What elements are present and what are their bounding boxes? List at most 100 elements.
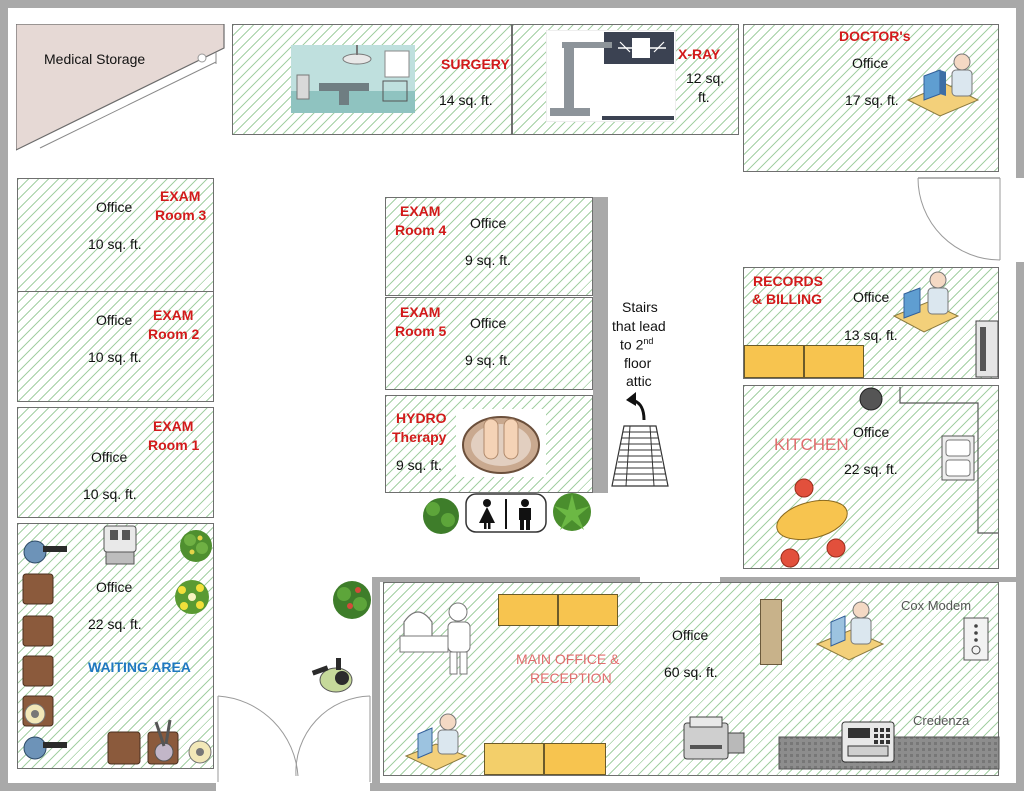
low-cabinet-1 bbox=[484, 743, 544, 775]
stairs-arrow-icon bbox=[626, 392, 646, 421]
waiting-name: WAITING AREA bbox=[88, 659, 191, 675]
outer-wall-left bbox=[0, 0, 8, 791]
front-entrance-doors-icon[interactable] bbox=[214, 690, 374, 790]
doctors-label: Office bbox=[852, 55, 889, 71]
doctor-desk-icon bbox=[906, 53, 980, 117]
stairs-line5: attic bbox=[626, 373, 652, 389]
lounge-chairs-icon bbox=[107, 719, 212, 765]
records-area: 13 sq. ft. bbox=[844, 327, 898, 343]
fax-machine-icon bbox=[841, 721, 895, 763]
entrance-plant-icon bbox=[333, 581, 371, 619]
exam5-name-line2: Room 5 bbox=[395, 323, 447, 339]
bookshelf-icon bbox=[760, 599, 782, 665]
exam2-area: 10 sq. ft. bbox=[88, 349, 142, 365]
main-office-area: 60 sq. ft. bbox=[664, 664, 718, 680]
stairs-line1: Stairs bbox=[622, 299, 658, 315]
exam5-name-line1: EXAM bbox=[400, 304, 441, 320]
exam2-label: Office bbox=[96, 312, 133, 328]
doctors-area: 17 sq. ft. bbox=[845, 92, 899, 108]
records-billing-room bbox=[743, 267, 999, 379]
exam2-name-line1: EXAM bbox=[153, 307, 194, 323]
exam-room-3 bbox=[17, 178, 214, 292]
records-label: Office bbox=[853, 289, 890, 305]
copier-icon bbox=[683, 716, 745, 760]
exam1-name-line2: Room 1 bbox=[148, 437, 200, 453]
exam3-name-line1: EXAM bbox=[160, 188, 201, 204]
file-cabinet-1 bbox=[744, 345, 804, 378]
xray-area-line1: 12 sq. bbox=[686, 70, 725, 86]
left-plant-icon bbox=[423, 498, 459, 534]
stairs-line3-sup: nd bbox=[643, 336, 654, 346]
exam-room-4 bbox=[385, 197, 593, 296]
exam2-name-line2: Room 2 bbox=[148, 326, 200, 342]
exam-room-1 bbox=[17, 407, 214, 518]
records-name-line1: RECORDS bbox=[753, 273, 824, 289]
kitchen-area: 22 sq. ft. bbox=[844, 461, 898, 477]
stairs-line3-pre: to 2 bbox=[620, 336, 644, 353]
outer-wall-right-lower bbox=[1016, 262, 1024, 791]
main-office-wall-top-right bbox=[720, 577, 1016, 582]
exam4-area: 9 sq. ft. bbox=[465, 252, 511, 268]
stair-wall bbox=[593, 197, 608, 493]
main-office-name-line1: MAIN OFFICE & bbox=[516, 651, 620, 667]
main-file-cabinet-1 bbox=[498, 594, 558, 626]
low-cabinet-2 bbox=[544, 743, 606, 775]
xray-machine-icon bbox=[546, 30, 676, 122]
waiting-label: Office bbox=[96, 579, 133, 595]
restroom-icon[interactable] bbox=[465, 493, 547, 533]
reception-desk-icon bbox=[399, 602, 471, 675]
foot-bath-icon bbox=[456, 409, 546, 477]
side-entrance-door-icon bbox=[917, 177, 1001, 261]
exam3-name-line2: Room 3 bbox=[155, 207, 207, 223]
exam-room-2 bbox=[17, 291, 214, 402]
exam-room-5 bbox=[385, 297, 593, 390]
dining-table-icon bbox=[776, 478, 848, 568]
right-plant-icon bbox=[553, 493, 591, 531]
surgery-table-icon bbox=[291, 45, 415, 113]
server-tower-icon bbox=[975, 320, 999, 378]
xray-area-line2: ft. bbox=[698, 89, 710, 105]
trash-can-icon bbox=[859, 387, 883, 411]
credenza-label: Credenza bbox=[913, 713, 970, 728]
plant-icon bbox=[180, 530, 212, 562]
exam5-label: Office bbox=[470, 315, 507, 331]
cox-modem-label: Cox Modem bbox=[901, 598, 972, 613]
medical-storage-label: Medical Storage bbox=[44, 51, 146, 67]
records-desk-icon bbox=[892, 271, 960, 333]
main-office-wall-top bbox=[372, 577, 640, 582]
surgery-name: SURGERY bbox=[441, 56, 510, 72]
waiting-chairs-icon bbox=[22, 540, 67, 760]
exam3-label: Office bbox=[96, 199, 133, 215]
exam4-name-line2: Room 4 bbox=[395, 222, 447, 238]
reception-computer-desk-icon bbox=[404, 713, 468, 771]
doctors-name: DOCTOR's bbox=[839, 28, 911, 44]
xray-name: X-RAY bbox=[678, 46, 721, 62]
kitchen-counter-icon bbox=[899, 387, 998, 534]
stairs-line2: that lead bbox=[612, 318, 666, 334]
hydro-name-line1: HYDRO bbox=[396, 410, 447, 426]
main-office-label: Office bbox=[672, 627, 709, 643]
water-dispenser-icon bbox=[103, 525, 137, 565]
sink-icon bbox=[941, 435, 975, 481]
exam1-area: 10 sq. ft. bbox=[83, 486, 137, 502]
main-office-name-line2: RECEPTION bbox=[530, 670, 612, 686]
kitchen-name: KITCHEN bbox=[774, 435, 849, 454]
exam4-label: Office bbox=[470, 215, 507, 231]
hydro-name-line2: Therapy bbox=[392, 429, 447, 445]
visitor-walking-icon bbox=[311, 658, 353, 693]
outer-wall-top bbox=[0, 0, 1024, 8]
stairs-line3: to 2nd bbox=[620, 336, 653, 354]
records-name-line2: & BILLING bbox=[752, 291, 822, 307]
kitchen-label: Office bbox=[853, 424, 890, 440]
stairs-line4: floor bbox=[624, 355, 652, 371]
waiting-area-size: 22 sq. ft. bbox=[88, 616, 142, 632]
medical-storage-room bbox=[16, 24, 225, 151]
modem-icon bbox=[963, 617, 989, 661]
exam1-label: Office bbox=[91, 449, 128, 465]
flower-plant-icon bbox=[175, 580, 209, 614]
exam4-name-line1: EXAM bbox=[400, 203, 441, 219]
office-desk-icon bbox=[815, 601, 885, 661]
surgery-area: 14 sq. ft. bbox=[439, 92, 493, 108]
hydro-area: 9 sq. ft. bbox=[396, 457, 442, 473]
